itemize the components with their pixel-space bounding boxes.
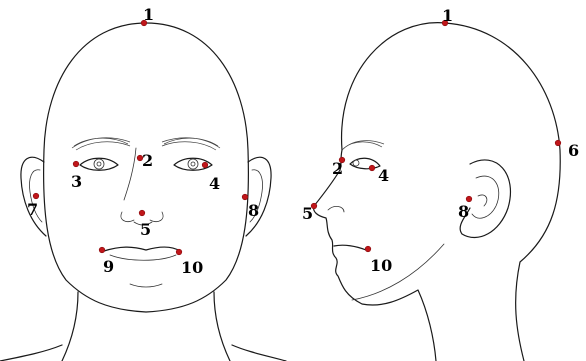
front-point-10-dot [176,249,182,255]
front-landmark-labels: 1 2 3 4 5 7 8 9 10 [27,5,259,277]
front-eye-left [80,158,118,170]
front-nose-bridge [124,148,136,200]
front-label-7: 7 [27,200,38,219]
side-point-8-dot [466,196,472,202]
side-label-4: 4 [378,166,389,185]
side-landmark-labels: 1 2 4 5 6 8 10 [302,6,579,275]
side-iris [353,160,359,166]
front-neck-right [214,292,230,361]
front-ear-right [246,157,271,236]
front-label-1: 1 [143,5,154,24]
side-jaw [352,244,444,300]
front-face-view [0,23,286,361]
side-eyebrow [342,141,384,150]
side-eye [350,158,380,169]
front-mouth [104,247,180,251]
front-pupil-right [191,162,195,166]
side-label-1: 1 [442,6,453,25]
side-mouth [334,245,366,250]
side-label-8: 8 [458,202,469,221]
front-label-4: 4 [209,174,220,193]
front-point-4-dot [202,162,208,168]
front-point-3-dot [73,161,79,167]
front-iris-left [94,159,104,169]
front-point-7-dot [33,193,39,199]
side-point-10-dot [365,246,371,252]
front-eyebrow-left [72,138,130,150]
front-point-9-dot [99,247,105,253]
front-eyebrow-right [162,138,220,150]
front-neck-left [62,292,78,361]
front-label-10: 10 [181,258,203,277]
front-point-8-dot [242,194,248,200]
side-nostril [328,206,344,212]
side-label-5: 5 [302,204,313,223]
front-lower-lip [110,255,176,260]
front-chin [130,284,162,287]
side-point-4-dot [369,165,375,171]
side-landmark-dots [311,20,561,252]
side-head-outline [342,23,561,361]
front-pupil-left [97,162,101,166]
front-point-5-dot [139,210,145,216]
front-label-8: 8 [248,201,259,220]
front-iris-right [188,159,198,169]
side-point-6-dot [555,140,561,146]
front-shoulder-left [0,345,62,361]
front-shoulder-right [232,345,286,361]
side-face-view [314,23,561,361]
front-label-5: 5 [140,220,151,239]
front-label-2: 2 [142,151,153,170]
front-label-9: 9 [103,257,114,276]
side-label-10: 10 [370,256,392,275]
front-label-3: 3 [71,172,82,191]
side-label-2: 2 [332,159,343,178]
side-label-6: 6 [568,141,579,160]
side-ear-inner [472,176,499,218]
